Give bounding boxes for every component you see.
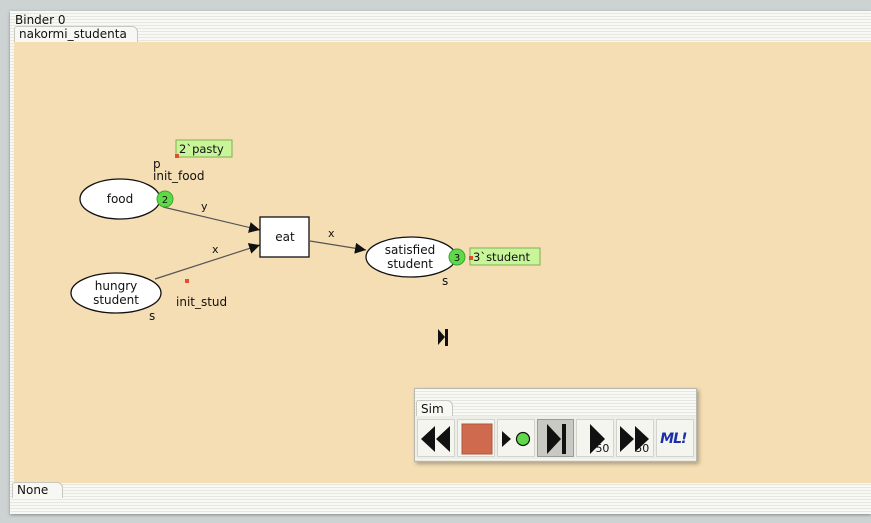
token-food[interactable]: [156, 190, 174, 208]
arc-label-food-eat[interactable]: y: [201, 200, 208, 213]
place-food-init-line1[interactable]: p: [153, 157, 161, 171]
status-label: None: [12, 482, 64, 498]
marking-satisfied-handle[interactable]: [469, 256, 473, 260]
marking-food-text: 2`pasty: [179, 142, 224, 156]
place-food-init-marking[interactable]: init_food: [153, 169, 205, 183]
token-satisfied-count: 3: [454, 253, 460, 264]
token-food-count: 2: [162, 195, 168, 206]
place-hungry-label-line2: student: [93, 293, 139, 307]
stop-icon: [461, 423, 493, 454]
arc-label-eat-satisfied[interactable]: x: [328, 227, 335, 240]
step-cursor-icon: [438, 329, 448, 346]
petri-net-diagram: y x x food p init_food 2 2`pasty hungry …: [70, 139, 541, 346]
play-to-state-button[interactable]: [496, 418, 535, 457]
place-hungry-student[interactable]: [70, 272, 162, 314]
marking-food-handle[interactable]: [175, 154, 179, 158]
stop-button[interactable]: [456, 418, 495, 457]
transition-eat[interactable]: [259, 216, 310, 258]
step-icon: [546, 423, 566, 454]
marking-food-box[interactable]: [175, 139, 233, 158]
marking-hungry-handle[interactable]: [185, 279, 189, 283]
fast-forward-count: 50: [635, 441, 650, 455]
play-dot-icon: [501, 430, 530, 447]
fast-forward-icon: [620, 425, 650, 452]
sim-tool-palette: Sim: [414, 388, 697, 462]
marking-satisfied-text: 3`student: [473, 250, 531, 264]
token-satisfied[interactable]: [448, 248, 466, 266]
ml-evaluate-button[interactable]: ML!: [656, 418, 695, 457]
place-satisfied-label-line2: student: [387, 257, 433, 271]
place-hungry-type[interactable]: s: [149, 309, 155, 323]
place-hungry-label-line1: hungry: [95, 279, 137, 293]
ml-icon: ML!: [660, 430, 687, 447]
sim-toolbar: 50 50 ML!: [415, 416, 696, 459]
play-icon: [590, 423, 606, 454]
arc-hungry-eat[interactable]: [154, 243, 261, 280]
rewind-icon: [421, 425, 450, 452]
place-satisfied-type[interactable]: s: [442, 274, 448, 288]
arc-label-hungry-eat[interactable]: x: [212, 243, 219, 256]
arc-eat-satisfied[interactable]: [309, 240, 367, 254]
transition-eat-label: eat: [275, 230, 295, 244]
binder-title: Binder 0: [15, 13, 66, 27]
place-satisfied-label-line1: satisfied: [385, 243, 435, 257]
play-steps-count: 50: [595, 441, 610, 455]
rewind-button[interactable]: [417, 418, 455, 457]
arc-food-eat[interactable]: [162, 206, 261, 233]
play-steps-button[interactable]: 50: [576, 418, 615, 457]
single-step-button[interactable]: [536, 418, 575, 457]
place-hungry-init-marking[interactable]: init_stud: [176, 295, 227, 309]
tab-sim[interactable]: Sim: [416, 400, 453, 417]
tab-nakormi-studenta[interactable]: nakormi_studenta: [14, 26, 138, 43]
fast-forward-button[interactable]: 50: [616, 418, 655, 457]
place-food-label: food: [107, 192, 134, 206]
